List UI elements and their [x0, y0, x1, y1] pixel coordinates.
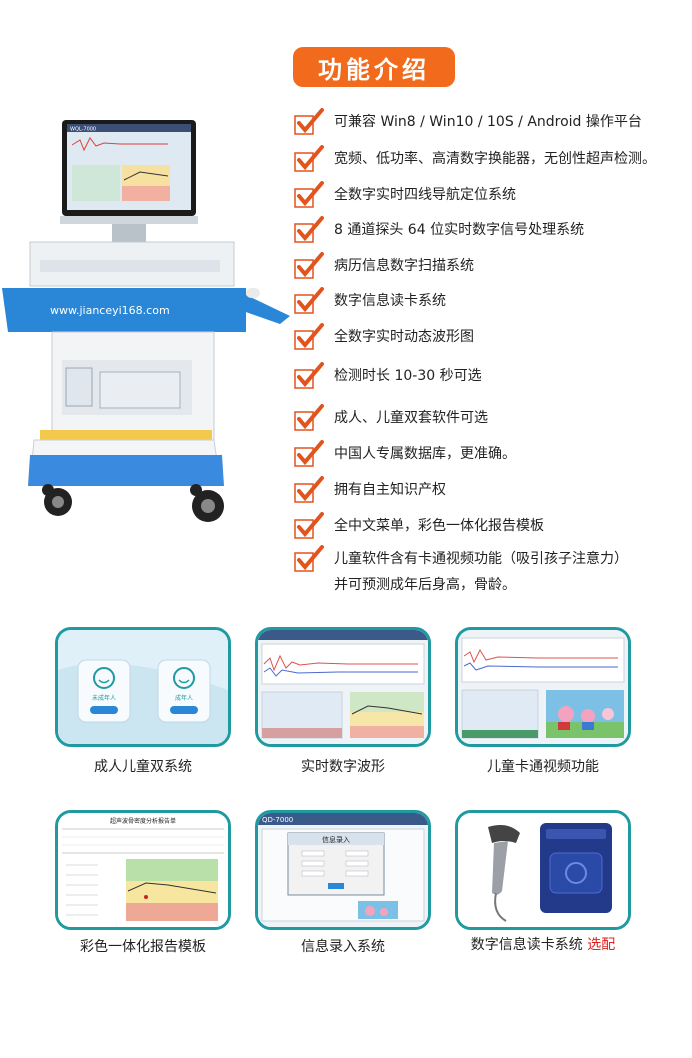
feature-item: 可兼容 Win8 / Win10 / 10S / Android 操作平台	[294, 108, 642, 136]
feature-item: 拥有自主知识产权	[294, 476, 446, 504]
check-icon	[294, 216, 324, 243]
info-entry-screen: QD-7000 信息录入	[258, 813, 428, 927]
feature-text: 8 通道探头 64 位实时数字信号处理系统	[334, 222, 585, 238]
tile-caption: 儿童卡通视频功能	[487, 759, 599, 775]
tile-waveform	[255, 627, 431, 747]
dialog-title: 信息录入	[322, 835, 350, 844]
waveform-screen	[258, 630, 428, 744]
feature-item: 全数字实时动态波形图	[294, 323, 474, 351]
check-icon	[294, 545, 324, 572]
feature-text: 数字信息读卡系统	[334, 293, 446, 309]
tile-caption: 数字信息读卡系统 选配	[455, 934, 631, 954]
child-label: 未成年人	[92, 694, 116, 702]
card-reader-image	[458, 813, 628, 927]
tile-caption: 彩色一体化报告模板	[80, 939, 206, 955]
feature-item: 病历信息数字扫描系统	[294, 252, 474, 280]
feature-text: 全中文菜单，彩色一体化报告模板	[334, 518, 544, 534]
feature-item: 全数字实时四线导航定位系统	[294, 181, 516, 209]
feature-text: 中国人专属数据库，更准确。	[334, 446, 516, 462]
check-icon	[294, 323, 324, 350]
check-icon	[294, 440, 324, 467]
watermark-text: www.jianceyi168.com	[50, 304, 170, 317]
barcode-scanner-icon	[488, 825, 520, 922]
screen-brand: QD-7000	[262, 816, 293, 824]
tile-caption: 成人儿童双系统	[94, 759, 192, 775]
card-reader-icon	[540, 823, 612, 913]
check-icon	[294, 145, 324, 172]
report-title: 超声波骨密度分析报告单	[110, 817, 176, 825]
dual-system-screen: 未成年人 成年人	[58, 630, 228, 744]
tile-dual-system: 未成年人 成年人	[55, 627, 231, 747]
feature-line-2: 并可预测成年后身高，骨龄。	[334, 577, 516, 593]
feature-text: 儿童软件含有卡通视频功能（吸引孩子注意力） 并可预测成年后身高，骨龄。	[334, 545, 628, 595]
feature-text: 全数字实时动态波形图	[334, 329, 474, 345]
feature-item: 全中文菜单，彩色一体化报告模板	[294, 512, 544, 540]
feature-line-1: 儿童软件含有卡通视频功能（吸引孩子注意力）	[334, 551, 628, 567]
tile-report-template: 超声波骨密度分析报告单	[55, 810, 231, 930]
check-icon	[294, 181, 324, 208]
tile-cartoon-video	[455, 627, 631, 747]
feature-item: 成人、儿童双套软件可选	[294, 404, 488, 432]
ultrasound-cart-image: WQL-7000 www.jianceyi168.com	[2, 120, 290, 522]
tile-caption: 实时数字波形	[301, 759, 385, 775]
check-icon	[294, 404, 324, 431]
tile-caption: 信息录入系统	[301, 939, 385, 955]
feature-text: 拥有自主知识产权	[334, 482, 446, 498]
feature-item: 儿童软件含有卡通视频功能（吸引孩子注意力） 并可预测成年后身高，骨龄。	[294, 545, 628, 595]
feature-text: 可兼容 Win8 / Win10 / 10S / Android 操作平台	[334, 114, 642, 130]
check-icon	[294, 362, 324, 389]
check-icon	[294, 108, 324, 135]
feature-item: 数字信息读卡系统	[294, 287, 446, 315]
feature-text: 成人、儿童双套软件可选	[334, 410, 488, 426]
feature-text: 宽频、低功率、高清数字换能器，无创性超声检测。	[334, 151, 656, 167]
check-icon	[294, 287, 324, 314]
feature-item: 检测时长 10-30 秒可选	[294, 362, 482, 390]
report-screen: 超声波骨密度分析报告单	[58, 813, 228, 927]
optional-badge: 选配	[587, 937, 616, 953]
feature-text: 检测时长 10-30 秒可选	[334, 368, 482, 384]
check-icon	[294, 476, 324, 503]
monitor-brand: WQL-7000	[70, 127, 96, 133]
check-icon	[294, 512, 324, 539]
adult-label: 成年人	[175, 694, 193, 702]
feature-text: 全数字实时四线导航定位系统	[334, 187, 516, 203]
feature-item: 宽频、低功率、高清数字换能器，无创性超声检测。	[294, 145, 656, 173]
tile-info-entry: QD-7000 信息录入	[255, 810, 431, 930]
tile-card-reader	[455, 810, 631, 930]
feature-item: 中国人专属数据库，更准确。	[294, 440, 516, 468]
check-icon	[294, 252, 324, 279]
feature-text: 病历信息数字扫描系统	[334, 258, 474, 274]
page-title: 功能介绍	[293, 47, 455, 87]
cartoon-video-screen	[458, 630, 628, 744]
feature-item: 8 通道探头 64 位实时数字信号处理系统	[294, 216, 584, 244]
card-reader-caption: 数字信息读卡系统	[470, 937, 583, 953]
